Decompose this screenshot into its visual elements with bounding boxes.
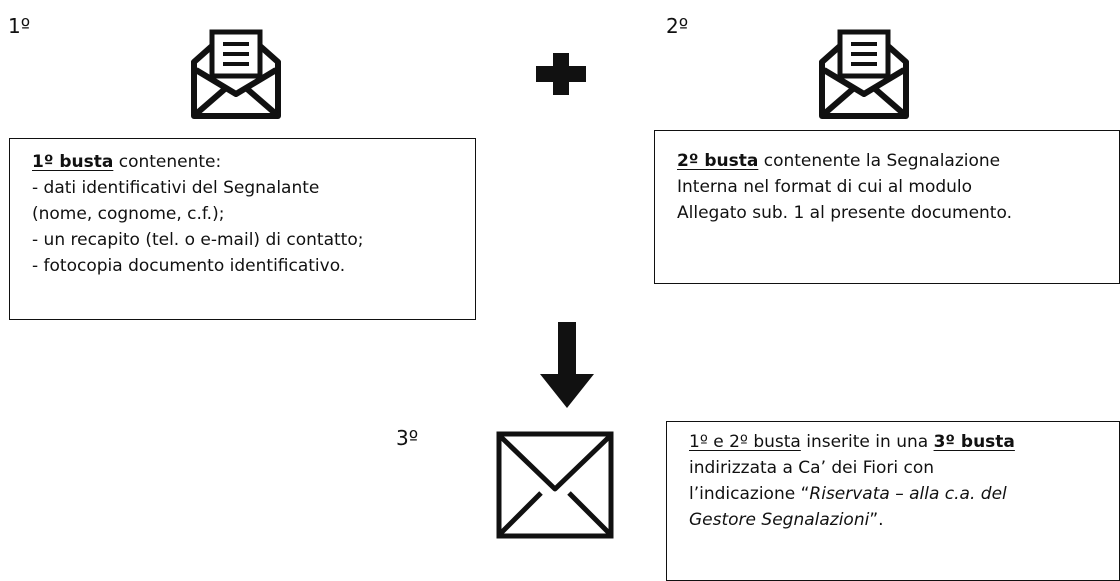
first-envelope-line: - dati identificativi del Segnalante — [32, 178, 320, 198]
closed-envelope-icon — [496, 431, 614, 539]
first-envelope-line: (nome, cognome, c.f.); — [32, 204, 225, 224]
plus-icon — [536, 53, 586, 95]
third-envelope-title: 3º busta — [933, 432, 1015, 452]
second-envelope-line: Allegato sub. 1 al presente documento. — [677, 203, 1012, 223]
step-label-second: 2º — [666, 14, 689, 38]
second-envelope-description-box: 2º busta contenente la Segnalazione Inte… — [654, 130, 1120, 284]
first-envelope-description-box: 1º busta contenente: - dati identificati… — [9, 138, 476, 320]
open-envelope-letter-icon — [818, 28, 910, 120]
open-envelope-letter-icon — [190, 28, 282, 120]
third-envelope-line-end: ”. — [869, 510, 884, 530]
first-envelope-line: - un recapito (tel. o e-mail) di contatt… — [32, 230, 364, 250]
third-envelope-italic-text: Gestore Segnalazioni — [689, 510, 870, 530]
third-envelope-underlined-text: 1º e 2º busta — [689, 432, 801, 452]
step-label-first: 1º — [8, 14, 31, 38]
third-envelope-mid-text: inserite in una — [800, 432, 934, 452]
third-envelope-line: indirizzata a Ca’ dei Fiori con — [689, 458, 935, 478]
second-envelope-title: 2º busta — [677, 151, 759, 171]
third-envelope-description-box: 1º e 2º busta inserite in una 3º busta i… — [666, 421, 1120, 581]
second-envelope-line: Interna nel format di cui al modulo — [677, 177, 973, 197]
third-envelope-line-start: l’indicazione “ — [689, 484, 810, 504]
first-envelope-title-rest: contenente: — [113, 152, 222, 172]
step-label-third: 3º — [396, 426, 419, 450]
third-envelope-italic-text: Riservata – alla c.a. del — [809, 484, 1007, 504]
second-envelope-line: contenente la Segnalazione — [758, 151, 1001, 171]
first-envelope-line: - fotocopia documento identificativo. — [32, 256, 346, 276]
first-envelope-title: 1º busta — [32, 152, 114, 172]
arrow-down-icon — [540, 322, 594, 408]
